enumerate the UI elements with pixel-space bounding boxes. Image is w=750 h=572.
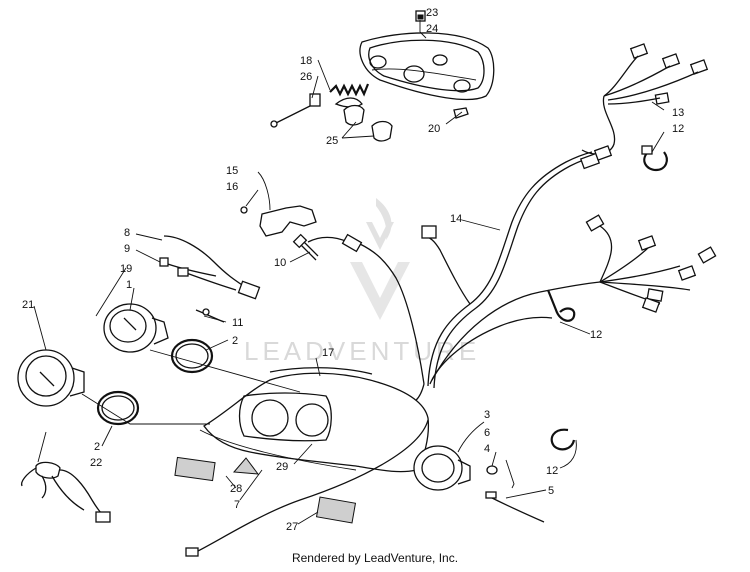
callout-12-upper: 12 — [672, 123, 684, 135]
speedo-cable — [485, 491, 545, 523]
decal-labels — [174, 456, 357, 524]
headlight-assembly — [359, 10, 495, 101]
callout-23: 23 — [426, 7, 438, 19]
callout-10: 10 — [274, 257, 286, 269]
ring-2-upper — [170, 338, 214, 374]
ring-2-lower — [96, 390, 140, 426]
callout-3: 3 — [484, 409, 490, 421]
callout-6: 6 — [484, 427, 490, 439]
main-wire-harness — [307, 145, 613, 404]
upper-connector-bundle — [581, 43, 709, 155]
dash-housing — [199, 367, 430, 473]
callout-2-lower: 2 — [94, 441, 100, 453]
callout-28: 28 — [230, 483, 242, 495]
bulb-sockets — [343, 104, 469, 142]
gauge-1 — [103, 303, 169, 353]
wiring-8-9 — [159, 235, 261, 323]
callout-4: 4 — [484, 443, 490, 455]
callout-25: 25 — [326, 135, 338, 147]
callout-1: 1 — [126, 279, 132, 291]
callout-26: 26 — [300, 71, 312, 83]
callout-27: 27 — [286, 521, 298, 533]
callout-2-upper: 2 — [232, 335, 238, 347]
callout-17: 17 — [322, 347, 334, 359]
callout-16: 16 — [226, 181, 238, 193]
gauge-21 — [17, 349, 85, 407]
callout-11: 11 — [232, 317, 243, 329]
wire-clamp-upper — [641, 145, 668, 172]
adjuster-spring — [270, 83, 370, 128]
callout-15: 15 — [226, 165, 238, 177]
callout-20: 20 — [428, 123, 440, 135]
callout-12-lower: 12 — [546, 465, 558, 477]
callout-24: 24 — [426, 23, 438, 35]
callout-7: 7 — [234, 499, 240, 511]
callout-numbers: 23 24 18 26 25 20 13 12 14 15 16 10 8 9 … — [22, 7, 684, 533]
callout-19: 19 — [120, 263, 132, 275]
callout-14: 14 — [450, 213, 462, 225]
sensor-cable — [185, 419, 429, 557]
mounting-bracket — [240, 205, 319, 261]
callout-9: 9 — [124, 243, 130, 255]
callout-29: 29 — [276, 461, 288, 473]
wire-clamp-lower — [550, 428, 576, 451]
harness-22 — [20, 461, 111, 523]
lower-connector-bundle — [585, 214, 717, 313]
callout-22: 22 — [90, 457, 102, 469]
callout-13: 13 — [672, 107, 684, 119]
callout-18: 18 — [300, 55, 312, 67]
callout-8: 8 — [124, 227, 130, 239]
wire-clamp-middle — [546, 289, 576, 322]
gauge-3 — [413, 445, 498, 491]
leader-lines — [33, 20, 665, 525]
callout-5: 5 — [548, 485, 554, 497]
callout-12-middle: 12 — [590, 329, 602, 341]
callout-21: 21 — [22, 299, 34, 311]
credit-line: Rendered by LeadVenture, Inc. — [291, 551, 459, 565]
